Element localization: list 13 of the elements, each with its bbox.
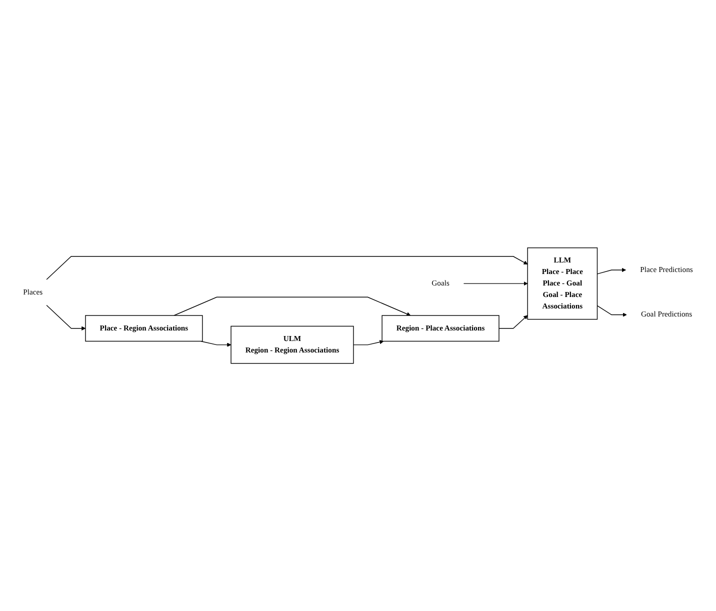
arrow bbox=[353, 340, 384, 346]
node-box bbox=[382, 315, 500, 342]
arrow bbox=[596, 305, 627, 317]
node-box bbox=[85, 315, 203, 342]
arrow bbox=[46, 304, 86, 330]
node-box bbox=[527, 247, 598, 320]
node-box bbox=[230, 326, 354, 364]
arrow bbox=[463, 281, 528, 286]
arrow bbox=[174, 296, 411, 316]
arrow bbox=[46, 256, 528, 280]
arrow bbox=[200, 340, 232, 347]
arrow bbox=[498, 315, 528, 329]
arrow bbox=[596, 268, 626, 274]
